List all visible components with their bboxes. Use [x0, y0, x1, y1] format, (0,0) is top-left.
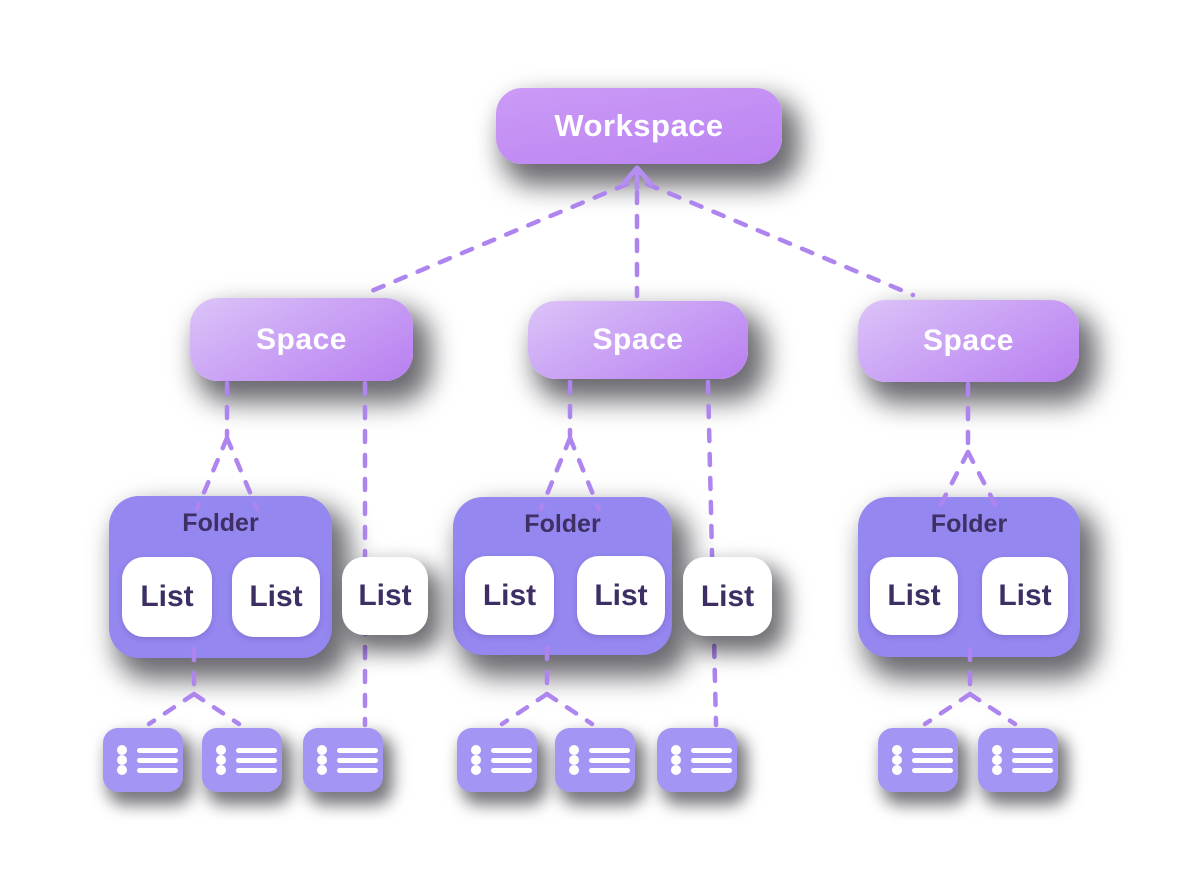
- folder-title: Folder: [930, 510, 1008, 538]
- connector: [544, 691, 595, 727]
- list-chip: List: [870, 557, 958, 635]
- list-label: List: [140, 580, 194, 613]
- standalone-list-chip-1: List: [342, 557, 428, 635]
- connector: [146, 691, 197, 727]
- list-label: List: [998, 579, 1052, 612]
- space-node-3: Space: [858, 300, 1079, 382]
- list-label: List: [482, 578, 537, 612]
- task-list-card: [303, 728, 383, 792]
- bullet-list-icon: [471, 745, 537, 775]
- task-list-card: [657, 728, 737, 792]
- space-label: Space: [923, 324, 1014, 357]
- space-node-1: Space: [190, 298, 413, 381]
- list-label: List: [358, 579, 412, 612]
- bullet-list-icon: [892, 745, 958, 775]
- workspace-label: Workspace: [554, 108, 724, 143]
- list-chip: List: [122, 557, 212, 637]
- standalone-list-chip-2: List: [683, 557, 772, 636]
- list-label: List: [887, 579, 941, 612]
- connector: [359, 181, 630, 298]
- task-list-card: [457, 728, 537, 792]
- connector: [967, 691, 1018, 727]
- task-list-card: [555, 728, 635, 792]
- space-label: Space: [592, 323, 684, 356]
- arrow-up-icon: [620, 165, 654, 191]
- folder-title: Folder: [524, 510, 601, 538]
- space-node-2: Space: [528, 301, 748, 379]
- bullet-list-icon: [317, 745, 383, 775]
- connector: [191, 691, 242, 727]
- list-label: List: [700, 579, 755, 613]
- bullet-list-icon: [569, 745, 635, 775]
- folder-node-1: Folder List List: [109, 496, 332, 658]
- space-label: Space: [256, 322, 347, 356]
- connector: [705, 379, 719, 728]
- folder-node-3: Folder List List: [858, 497, 1080, 657]
- bullet-list-icon: [117, 745, 183, 775]
- list-chip: List: [232, 557, 320, 637]
- bullet-list-icon: [992, 745, 1058, 775]
- task-list-card: [978, 728, 1058, 792]
- bullet-list-icon: [216, 745, 282, 775]
- list-chip: List: [982, 557, 1068, 635]
- folder-node-2: Folder List List: [453, 497, 672, 655]
- workspace-node: Workspace: [496, 88, 782, 164]
- connector: [499, 691, 550, 727]
- list-chip: List: [465, 556, 554, 635]
- task-list-card: [202, 728, 282, 792]
- connector: [644, 181, 916, 298]
- task-list-card: [878, 728, 958, 792]
- task-list-card: [103, 728, 183, 792]
- connector: [922, 691, 973, 727]
- list-label: List: [249, 580, 303, 613]
- bullet-list-icon: [671, 745, 737, 775]
- list-chip: List: [577, 556, 665, 635]
- list-label: List: [594, 578, 648, 612]
- folder-title: Folder: [182, 509, 259, 537]
